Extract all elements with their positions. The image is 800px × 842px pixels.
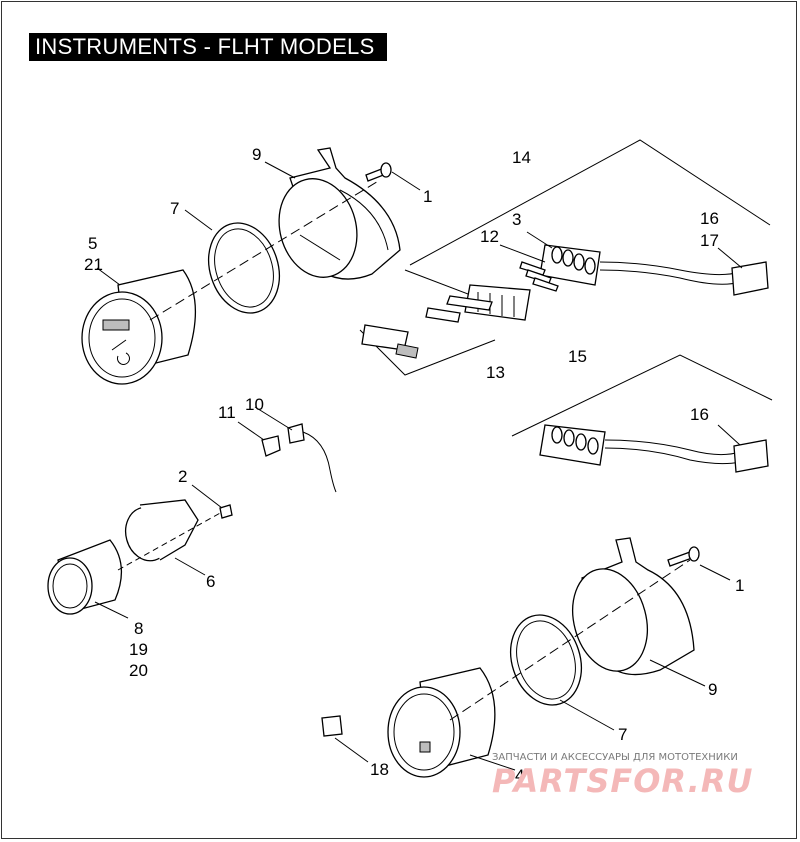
callout-3: 3 — [512, 210, 521, 229]
clip-part-18 — [321, 715, 343, 737]
callout-7-lower: 7 — [618, 725, 627, 744]
callout-19: 19 — [129, 640, 148, 659]
callout-5: 5 — [88, 234, 97, 253]
callout-12: 12 — [480, 227, 499, 246]
callout-8: 8 — [134, 619, 143, 638]
seal-ring-part-7-lower — [510, 614, 582, 706]
gauge-part-5 — [81, 269, 197, 385]
harness-part-15 — [539, 424, 769, 473]
bracket-part-6 — [124, 499, 199, 562]
callout-20: 20 — [129, 661, 148, 680]
callout-15: 15 — [568, 347, 587, 366]
callout-11: 11 — [218, 403, 236, 422]
bulb-part-11 — [261, 435, 281, 457]
housing-part-9 — [278, 147, 401, 280]
callout-9-lower: 9 — [708, 680, 717, 699]
callout-4: 4 — [515, 766, 524, 785]
nut-part-2 — [219, 504, 233, 519]
callout-21: 21 — [84, 255, 103, 274]
seal-ring-part-7 — [208, 222, 280, 314]
watermark-site: PARTSFOR.RU — [492, 762, 753, 800]
watermark-caption: ЗАПЧАСТИ И АКСЕССУАРЫ ДЛЯ МОТОТЕХНИКИ — [492, 752, 738, 763]
connector-part-3 — [539, 244, 769, 296]
screw-part-1 — [365, 162, 392, 182]
callout-14: 14 — [512, 148, 531, 167]
callout-9-upper: 9 — [252, 145, 261, 164]
screw-part-1-lower — [667, 546, 700, 567]
callout-1-upper: 1 — [423, 187, 432, 206]
callout-16-lower: 16 — [690, 405, 709, 424]
callout-7-upper: 7 — [170, 199, 179, 218]
callout-10: 10 — [245, 395, 264, 414]
terminals-part-12 — [519, 261, 559, 292]
locks-part-13 — [361, 295, 493, 359]
housing-part-9-lower — [572, 537, 695, 676]
callout-18: 18 — [370, 760, 389, 779]
callout-1-lower: 1 — [735, 576, 744, 595]
bulb-socket-part-10 — [287, 423, 337, 493]
gauge-part-8 — [47, 539, 123, 615]
callout-17: 17 — [700, 231, 719, 250]
callout-6: 6 — [206, 572, 215, 591]
page-title: INSTRUMENTS - FLHT MODELS — [29, 33, 387, 61]
callout-13: 13 — [486, 363, 505, 382]
callout-2: 2 — [178, 467, 187, 486]
gauge-part-4 — [387, 667, 496, 778]
callout-16-upper: 16 — [700, 209, 719, 228]
